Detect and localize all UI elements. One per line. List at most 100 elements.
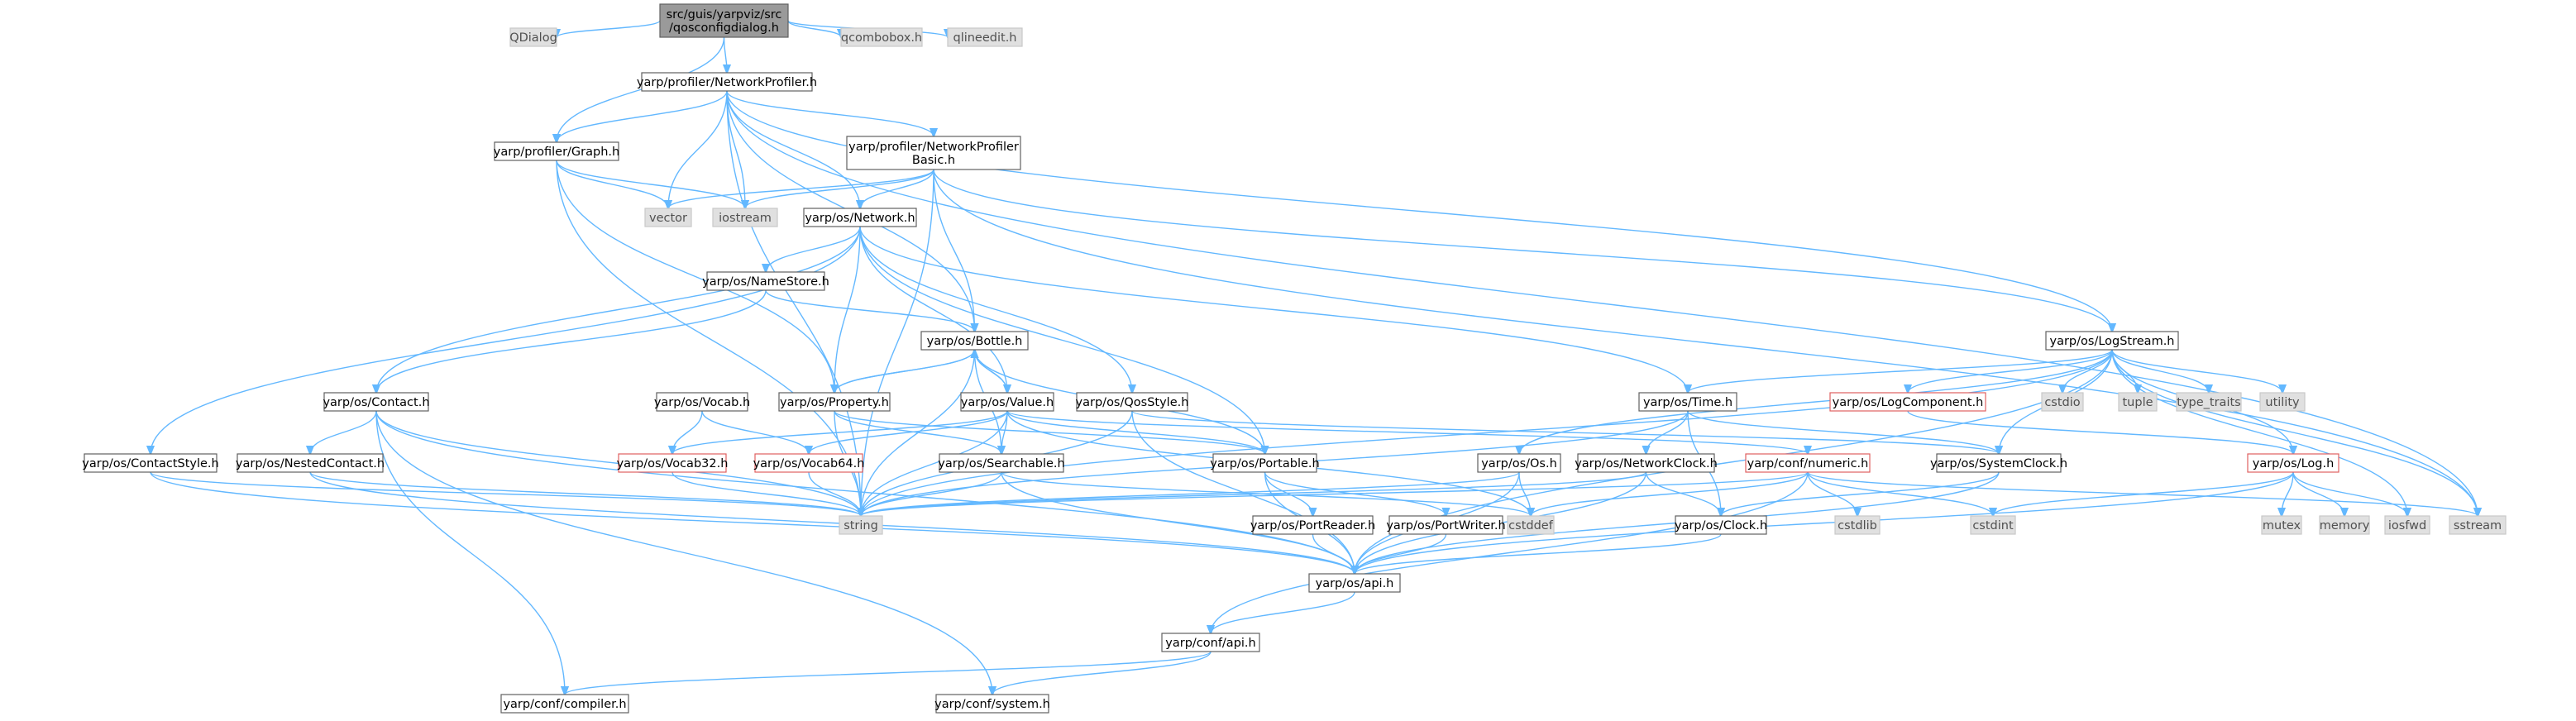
node-box [1834, 515, 1881, 535]
node-logcomponent[interactable]: yarp/os/LogComponent.h [1829, 392, 1986, 412]
node-label: yarp/os/NetworkClock.h [1575, 457, 1718, 470]
edge-Graph-to-vector [556, 160, 668, 208]
node-graph[interactable]: yarp/profiler/Graph.h [494, 141, 619, 161]
node-portreader[interactable]: yarp/os/PortReader.h [1250, 515, 1375, 535]
node-mutex[interactable]: mutex [2261, 515, 2302, 535]
edge-Network-to-Time [859, 226, 1688, 393]
node-nestedcontact[interactable]: yarp/os/NestedContact.h [236, 453, 385, 473]
node-osapi[interactable]: yarp/os/api.h [1308, 573, 1401, 593]
node-log[interactable]: yarp/os/Log.h [2247, 453, 2339, 473]
node-vector[interactable]: vector [644, 208, 692, 227]
node-cstdlib[interactable]: cstdlib [1834, 515, 1881, 535]
node-box [2449, 515, 2507, 535]
node-memory[interactable]: memory [2319, 515, 2370, 535]
node-logstream[interactable]: yarp/os/LogStream.h [2045, 331, 2179, 351]
node-box [840, 27, 923, 47]
node-vocab32[interactable]: yarp/os/Vocab32.h [617, 453, 729, 473]
node-box [712, 208, 778, 227]
edge-NetworkProfiler-to-vector [668, 90, 728, 208]
node-label: yarp/profiler/NetworkProfiler [848, 141, 1019, 154]
node-portwriter[interactable]: yarp/os/PortWriter.h [1386, 515, 1506, 535]
node-box [1936, 453, 2062, 473]
node-string[interactable]: string [839, 515, 883, 535]
edge-Vocab-to-Vocab32 [672, 410, 703, 454]
node-label: yarp/profiler/NetworkProfiler.h [637, 76, 817, 89]
node-box [1308, 573, 1401, 593]
edge-Contact-to-compiler [375, 410, 565, 695]
node-qosstyle[interactable]: yarp/os/QosStyle.h [1076, 392, 1189, 412]
node-vocab[interactable]: yarp/os/Vocab.h [654, 392, 750, 412]
node-label: /qosconfigdialog.h [669, 21, 779, 35]
edge-LogStream-to-type_traits [2111, 349, 2209, 393]
edge-NPBasic-to-vector [668, 169, 934, 208]
node-networkprofiler[interactable]: yarp/profiler/NetworkProfiler.h [637, 72, 817, 92]
node-box [1161, 633, 1260, 652]
node-compiler[interactable]: yarp/conf/compiler.h [500, 694, 629, 714]
node-contactstyle[interactable]: yarp/os/ContactStyle.h [82, 453, 219, 473]
node-label: yarp/conf/numeric.h [1747, 457, 1869, 470]
node-cstdint[interactable]: cstdint [1970, 515, 2016, 535]
node-value[interactable]: yarp/os/Value.h [960, 392, 1054, 412]
edge-NPBasic-to-iostream [745, 169, 934, 208]
node-time[interactable]: yarp/os/Time.h [1638, 392, 1737, 412]
edge-Time-to-NetworkClock [1646, 410, 1689, 454]
node-iostream[interactable]: iostream [712, 208, 778, 227]
node-networkclock[interactable]: yarp/os/NetworkClock.h [1575, 453, 1718, 473]
node-systemclock[interactable]: yarp/os/SystemClock.h [1930, 453, 2067, 473]
node-label: yarp/os/Log.h [2253, 457, 2335, 470]
node-box [947, 27, 1023, 47]
node-sstream[interactable]: sstream [2449, 515, 2507, 535]
node-box [2247, 453, 2339, 473]
edge-Network-to-NameStore [766, 226, 861, 272]
node-tuple[interactable]: tuple [2118, 392, 2158, 412]
node-vocab64[interactable]: yarp/os/Vocab64.h [753, 453, 865, 473]
node-box [2118, 392, 2158, 412]
node-label: yarp/os/ContactStyle.h [82, 457, 218, 470]
edge-LogStream-to-Os [1519, 349, 2113, 454]
node-qdialog[interactable]: QDialog [509, 27, 557, 47]
edge-Vocab-to-Vocab64 [701, 410, 809, 454]
node-label: tuple [2122, 396, 2153, 409]
node-os[interactable]: yarp/os/Os.h [1477, 453, 1561, 473]
node-searchable[interactable]: yarp/os/Searchable.h [938, 453, 1065, 473]
edge-QosStyle-to-SystemClock [1131, 410, 1999, 454]
node-cstddef[interactable]: cstddef [1507, 515, 1555, 535]
node-box [509, 27, 557, 47]
node-label: yarp/os/LogStream.h [2050, 335, 2175, 348]
edge-root-to-QDialog [557, 20, 661, 37]
node-bottle[interactable]: yarp/os/Bottle.h [920, 331, 1029, 351]
node-box [644, 208, 692, 227]
node-portable[interactable]: yarp/os/Portable.h [1210, 453, 1320, 473]
node-label: cstdlib [1838, 519, 1877, 532]
node-type_traits[interactable]: type_traits [2176, 392, 2242, 412]
node-label: qcombobox.h [841, 31, 922, 45]
node-qlineedit[interactable]: qlineedit.h [947, 27, 1023, 47]
node-label: yarp/os/Network.h [805, 212, 915, 225]
node-numeric[interactable]: yarp/conf/numeric.h [1745, 453, 1871, 473]
node-label: yarp/conf/compiler.h [503, 698, 626, 711]
edge-NPBasic-to-LogStream [933, 169, 2112, 332]
node-iosfwd[interactable]: iosfwd [2384, 515, 2430, 535]
edge-Vocab32-to-string [671, 471, 861, 516]
node-box [1577, 453, 1715, 473]
node-label: iostream [719, 212, 772, 225]
node-root[interactable]: src/guis/yarpviz/src/qosconfigdialog.h [659, 3, 789, 38]
node-cstdio[interactable]: cstdio [2041, 392, 2084, 412]
edge-NetworkProfiler-to-iostream [726, 90, 745, 208]
node-utility[interactable]: utility [2259, 392, 2306, 412]
node-namestore[interactable]: yarp/os/NameStore.h [702, 271, 829, 291]
node-property[interactable]: yarp/os/Property.h [778, 392, 891, 412]
node-contact[interactable]: yarp/os/Contact.h [323, 392, 430, 412]
node-label: string [844, 519, 878, 532]
edge-Portable-to-PortReader [1264, 471, 1313, 516]
node-network[interactable]: yarp/os/Network.h [803, 208, 917, 227]
node-label: yarp/os/Contact.h [323, 396, 429, 409]
node-label: iosfwd [2388, 519, 2426, 532]
node-confapi[interactable]: yarp/conf/api.h [1161, 633, 1260, 652]
node-label: yarp/os/Time.h [1643, 396, 1732, 409]
edge-Contact-to-system [375, 410, 992, 695]
node-clock[interactable]: yarp/os/Clock.h [1675, 515, 1767, 535]
node-qcombobox[interactable]: qcombobox.h [840, 27, 923, 47]
node-system[interactable]: yarp/conf/system.h [934, 694, 1050, 714]
